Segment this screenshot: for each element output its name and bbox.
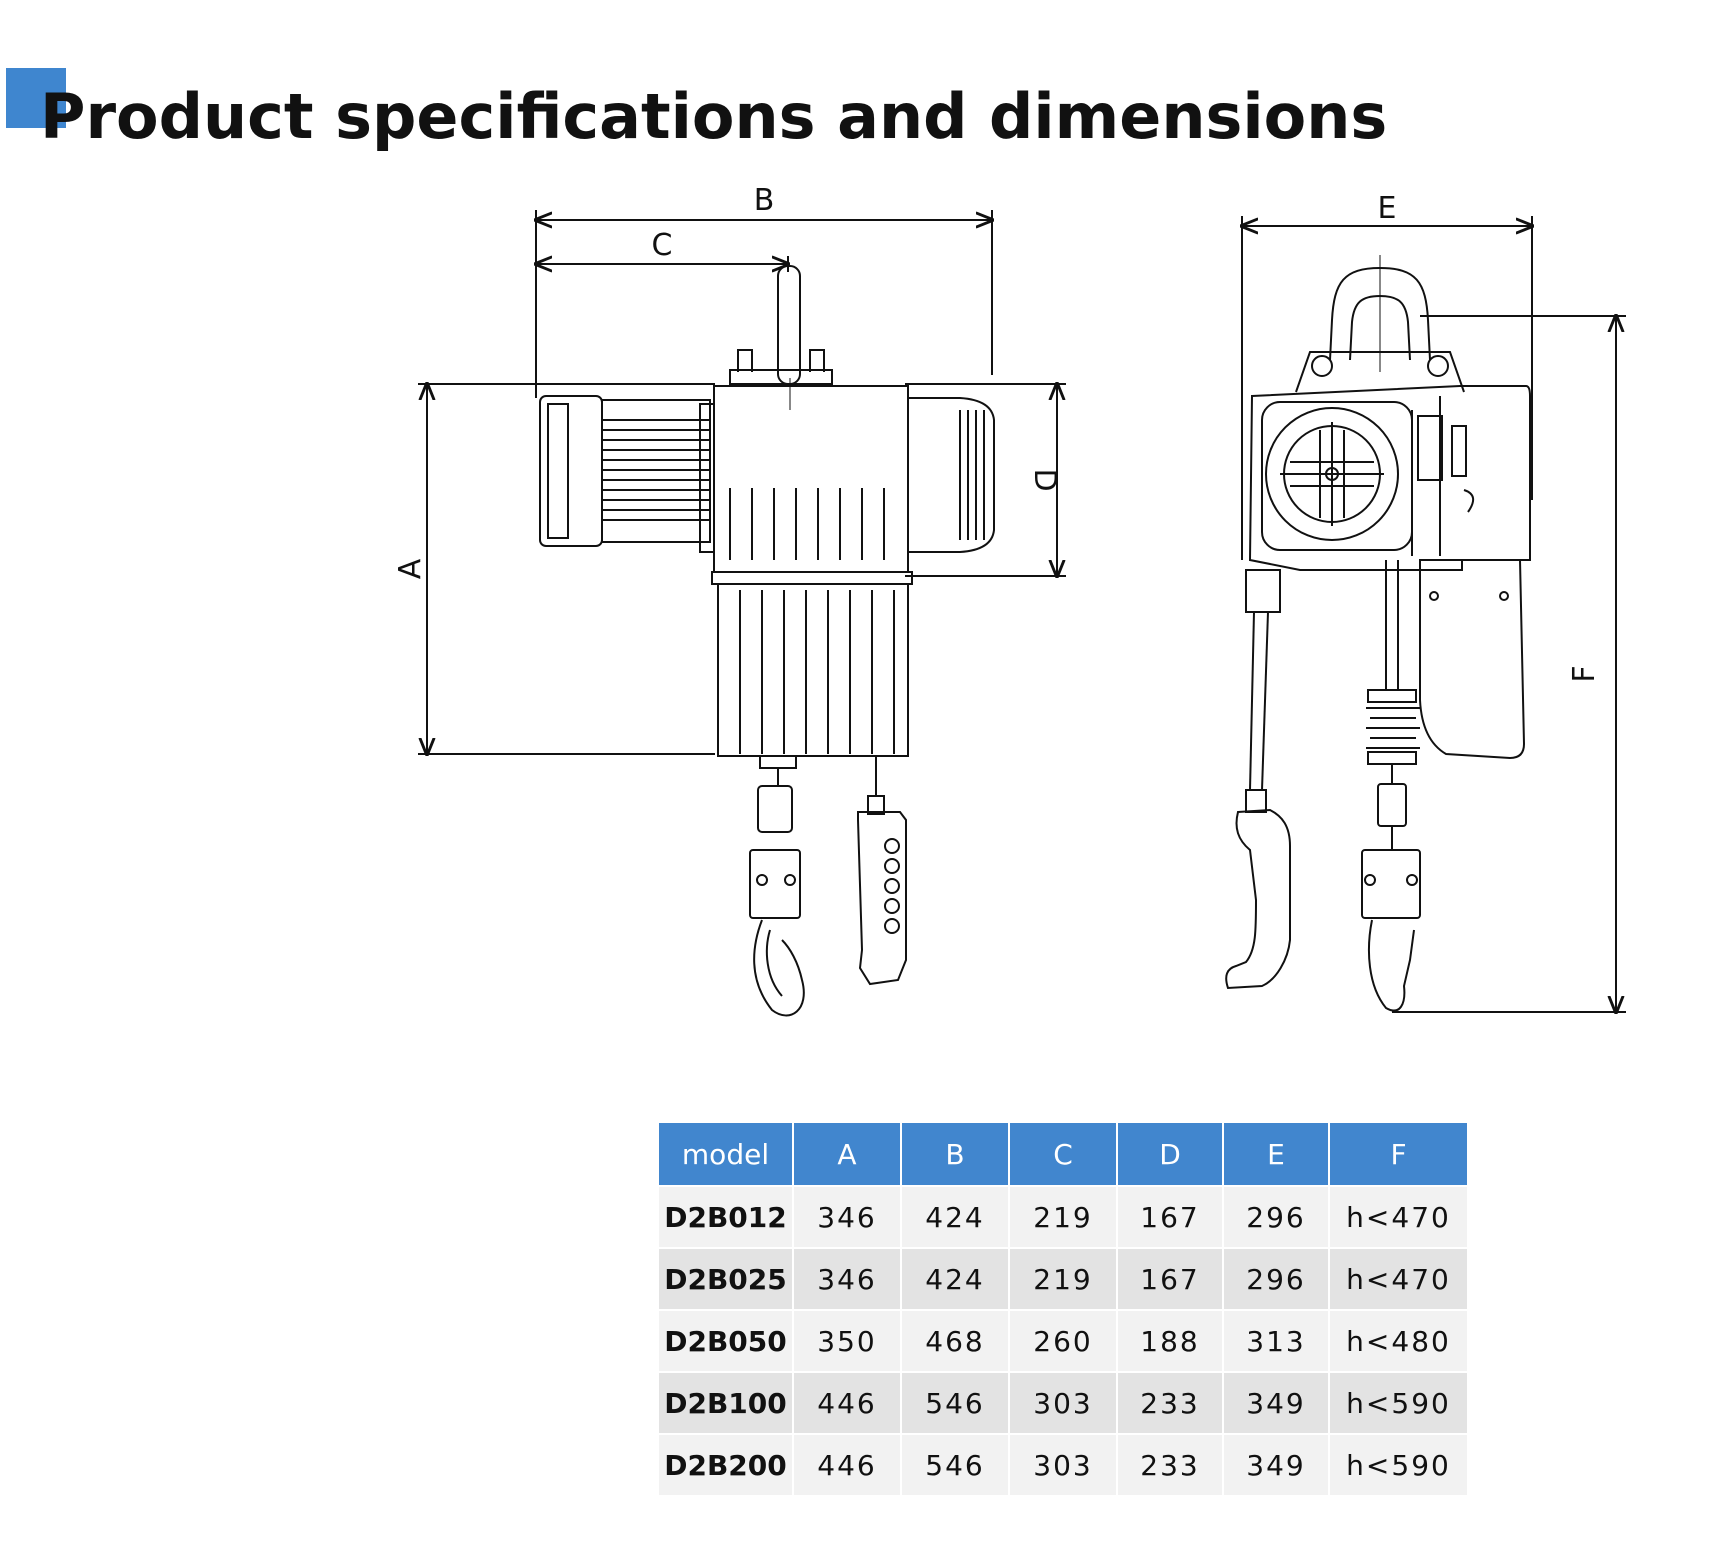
table-cell: h<590 (1329, 1433, 1467, 1495)
table-cell: 296 (1223, 1247, 1330, 1310)
table-cell: 350 (793, 1309, 902, 1372)
front-view (1225, 216, 1626, 1012)
table-cell: 349 (1223, 1433, 1330, 1495)
label-f: F (1567, 665, 1602, 682)
label-a: A (393, 558, 428, 579)
spec-table: model A B C D E F D2B012 346 424 219 167… (659, 1123, 1467, 1495)
spec-table-container: model A B C D E F D2B012 346 424 219 167… (659, 1123, 1467, 1495)
table-cell: h<470 (1329, 1247, 1467, 1310)
table-cell-model: D2B200 (659, 1433, 794, 1495)
table-cell: h<480 (1329, 1309, 1467, 1372)
column-header-c: C (1009, 1123, 1118, 1186)
table-row: D2B025 346 424 219 167 296 h<470 (659, 1247, 1467, 1310)
column-header-model: model (659, 1123, 794, 1186)
column-header-a: A (793, 1123, 902, 1186)
table-cell: 233 (1117, 1371, 1224, 1434)
side-view (418, 210, 1066, 1017)
table-cell: 233 (1117, 1433, 1224, 1495)
label-c: C (652, 228, 673, 263)
column-header-e: E (1223, 1123, 1330, 1186)
label-b: B (754, 183, 775, 218)
title-accent-square (6, 68, 66, 128)
table-row: D2B100 446 546 303 233 349 h<590 (659, 1371, 1467, 1434)
table-cell: 303 (1009, 1371, 1118, 1434)
table-cell: 188 (1117, 1309, 1224, 1372)
table-cell: 424 (901, 1247, 1010, 1310)
table-cell: 349 (1223, 1371, 1330, 1434)
label-d: D (1027, 468, 1062, 491)
table-row: D2B012 346 424 219 167 296 h<470 (659, 1185, 1467, 1248)
table-cell: 446 (793, 1433, 902, 1495)
table-cell: h<470 (1329, 1185, 1467, 1248)
table-row: D2B050 350 468 260 188 313 h<480 (659, 1309, 1467, 1372)
table-header-row: model A B C D E F (659, 1123, 1467, 1186)
table-cell: 346 (793, 1185, 902, 1248)
table-cell: 303 (1009, 1433, 1118, 1495)
page-title: Product specifications and dimensions (40, 80, 1388, 153)
column-header-f: F (1329, 1123, 1467, 1186)
table-cell: 219 (1009, 1185, 1118, 1248)
table-row: D2B200 446 546 303 233 349 h<590 (659, 1433, 1467, 1495)
table-cell: 424 (901, 1185, 1010, 1248)
table-cell: 546 (901, 1371, 1010, 1434)
table-cell: 313 (1223, 1309, 1330, 1372)
table-cell-model: D2B050 (659, 1309, 794, 1372)
table-cell: 446 (793, 1371, 902, 1434)
table-cell: 468 (901, 1309, 1010, 1372)
table-cell: 167 (1117, 1247, 1224, 1310)
table-cell: 546 (901, 1433, 1010, 1495)
table-cell: 219 (1009, 1247, 1118, 1310)
column-header-d: D (1117, 1123, 1224, 1186)
table-cell-model: D2B100 (659, 1371, 794, 1434)
table-cell: 167 (1117, 1185, 1224, 1248)
column-header-b: B (901, 1123, 1010, 1186)
table-cell: 346 (793, 1247, 902, 1310)
table-cell-model: D2B012 (659, 1185, 794, 1248)
hoist-dimension-drawing: B C E A D F (393, 183, 1626, 1017)
table-cell-model: D2B025 (659, 1247, 794, 1310)
table-cell: h<590 (1329, 1371, 1467, 1434)
label-e: E (1378, 191, 1397, 226)
table-cell: 260 (1009, 1309, 1118, 1372)
table-cell: 296 (1223, 1185, 1330, 1248)
